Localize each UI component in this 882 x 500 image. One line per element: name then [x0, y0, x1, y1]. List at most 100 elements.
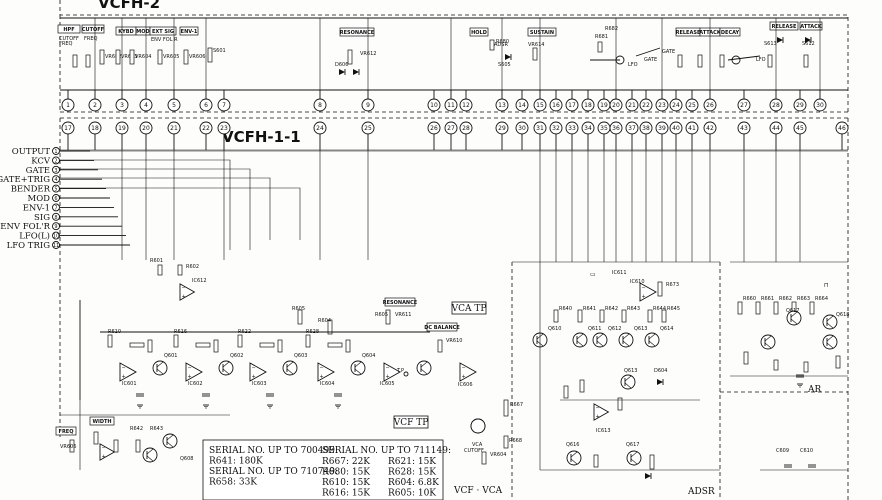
wire: [596, 333, 604, 340]
transistor-symbol: [760, 334, 776, 350]
bottom-pin-number: 21: [170, 125, 178, 132]
section-extsig-text: EXT SIG: [152, 29, 174, 35]
wire: [156, 368, 164, 375]
switch-node: [731, 55, 741, 65]
wire: [764, 342, 772, 349]
bottom-pin-number: 45: [796, 125, 804, 132]
resistor-symbol: [437, 339, 443, 353]
resistor-symbol: [385, 309, 391, 325]
resistor-symbol: [481, 451, 487, 465]
resistor-symbol: [183, 49, 189, 65]
wire: [624, 375, 632, 382]
connector-terminal: [52, 194, 60, 202]
top-pin-number: 23: [658, 102, 666, 109]
section-sustain-text: SUSTAIN: [530, 30, 554, 36]
ic-label: IC602: [188, 381, 203, 387]
opamp-plus: +: [386, 374, 390, 380]
resistor-symbol: [99, 49, 105, 65]
transistor-symbol: [592, 332, 608, 348]
opamp-minus: −: [386, 365, 390, 371]
wire: [146, 448, 154, 455]
bottom-pin-number: 36: [612, 125, 620, 132]
wire: [420, 368, 428, 375]
section-release-2-text: RELEASE: [772, 24, 797, 30]
top-pin-number: 11: [447, 102, 455, 109]
transistor-symbol: [618, 332, 634, 348]
section-extsig: [149, 26, 177, 36]
serial-note-right-a-0: R667: 22K: [322, 457, 370, 467]
connector-terminal: [52, 241, 60, 249]
transistor-label: Q618: [836, 312, 849, 318]
connector-terminal: [52, 175, 60, 184]
res-label: R616: [174, 329, 187, 335]
resistor-symbol: [85, 54, 91, 68]
transistor-label: Q608: [180, 456, 193, 462]
bottom-pin-number: 27: [447, 125, 455, 132]
bottom-pin-number: 43: [740, 125, 748, 132]
transistor-label: Q614: [660, 326, 673, 332]
section-hpf-sub: CUTOFF: [59, 36, 79, 42]
ic-label: IC611: [612, 270, 627, 276]
res-label: R643: [150, 426, 163, 432]
switch-label: S613: [764, 41, 777, 47]
transistor-label: Q601: [164, 353, 177, 359]
resistor-symbol: [743, 351, 749, 365]
opamp-symbol: [317, 362, 335, 382]
transistor-label: Q612: [608, 326, 621, 332]
top-pin-number: 17: [568, 102, 576, 109]
resistor-symbol: [617, 397, 623, 411]
connector-label-7: SIG: [34, 213, 50, 223]
wire: [576, 340, 584, 347]
cap-label: C609: [776, 448, 789, 454]
section-release-text: RELEASE: [676, 30, 701, 36]
diode-symbol: [645, 473, 651, 479]
wire: [166, 434, 174, 441]
vca-tp-label: VCA TP: [451, 304, 487, 314]
transistor-symbol: [162, 433, 178, 449]
resistor-symbol: [661, 309, 667, 323]
top-pin-number: 15: [536, 102, 544, 109]
res-label: R642: [130, 426, 143, 432]
section-freq-text: FREQ: [59, 429, 74, 435]
opamp-symbol: [593, 403, 610, 421]
opamp-plus: +: [188, 374, 192, 380]
diode-symbol: [505, 54, 511, 60]
top-pin-number: 8: [318, 102, 322, 109]
region-label-vcf-vca: VCF · VCA: [453, 486, 503, 496]
resistor-symbol: [773, 301, 779, 315]
diode-symbol: [339, 69, 345, 75]
top-pin-number: 5: [172, 102, 176, 109]
connector-pin: 9: [54, 224, 57, 230]
board-top-outline: [59, 0, 849, 112]
res-label: R640: [559, 306, 572, 312]
vcf-tp-box: [393, 415, 429, 429]
res-label: R645: [667, 306, 680, 312]
pot-label: VR606: [60, 444, 76, 450]
bottom-pin-number: 24: [316, 125, 324, 132]
res-label: R610: [108, 329, 121, 335]
wire: [286, 368, 294, 375]
transistor-symbol: [822, 314, 838, 330]
resistor-symbol: [129, 49, 135, 65]
opamp-minus: −: [320, 365, 324, 371]
res-label: R622: [238, 329, 251, 335]
opamp-symbol: [99, 443, 116, 461]
pot-label: VR610: [446, 338, 462, 344]
connector-pin: 3: [54, 168, 57, 174]
opamp-minus: −: [182, 285, 186, 291]
connector-label-8: ENV FOL'R: [0, 222, 50, 232]
section-attack-2: [799, 21, 823, 31]
connector-label-2: GATE: [26, 166, 50, 176]
resistor-symbol: [107, 334, 113, 348]
resistor-symbol: [737, 301, 743, 315]
transistor-label: Q616: [566, 442, 579, 448]
opamp-symbol: [639, 282, 657, 302]
bottom-pin-number: 39: [658, 125, 666, 132]
vcf-tp-label: VCF TP: [393, 418, 429, 428]
top-pin-number: 1: [66, 102, 70, 109]
section-cutoff-sub: FREQ: [84, 36, 98, 42]
top-pin-number: 7: [222, 102, 226, 109]
top-pin-number: 30: [816, 102, 824, 109]
ic-label: IC606: [458, 382, 473, 388]
res-label: R641: [583, 306, 596, 312]
